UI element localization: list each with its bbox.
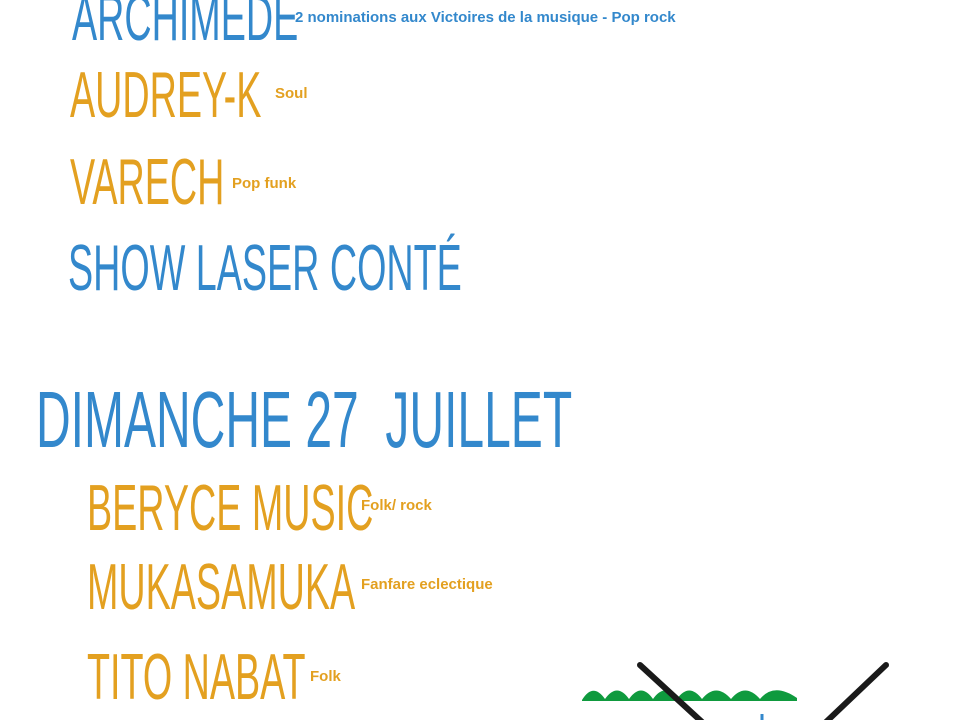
spotlight-beam-left [637,662,705,720]
artist-genre: Folk [310,668,341,685]
artist-tito-nabat: TITO NABAT [87,640,306,713]
artist-show-laser: SHOW LASER CONTÉ [68,231,462,304]
artist-beryce-music: BERYCE MUSIC [87,471,374,544]
artist-genre: Fanfare eclectique [361,576,493,593]
artist-varech: VARECH [70,145,225,218]
spotlight-beam-right [823,662,889,720]
artist-genre: 2 nominations aux Victoires de la musiqu… [295,9,676,26]
artist-genre: Pop funk [232,175,297,192]
artist-genre: Folk/ rock [361,497,432,514]
day-heading: DIMANCHE 27 JUILLET [36,375,573,464]
artist-genre: Soul [275,85,308,102]
green-hedge-icon [582,690,797,701]
artist-mukasamuka: MUKASAMUKA [87,550,356,623]
artist-archimede: ARCHIMEDE [72,0,299,54]
artist-audrey-k: AUDREY-K [70,58,262,131]
